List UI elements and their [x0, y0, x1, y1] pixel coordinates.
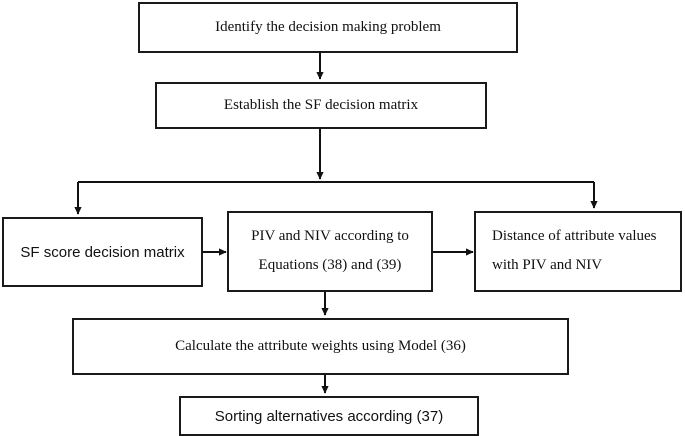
distance-attribute-values-node[interactable]: Distance of attribute values with PIV an… — [474, 211, 682, 292]
identify-problem-label: Identify the decision making problem — [215, 19, 441, 35]
distance-label-line-2: with PIV and NIV — [492, 257, 603, 274]
sorting-alternatives-label: Sorting alternatives according (37) — [214, 407, 444, 425]
distance-label-line-1: Distance of attribute values — [492, 227, 657, 244]
sf-score-matrix-node[interactable]: SF score decision matrix — [2, 217, 203, 287]
piv-niv-label-line-1: PIV and NIV according to — [251, 227, 409, 244]
establish-matrix-node[interactable]: Establish the SF decision matrix — [155, 82, 487, 129]
identify-problem-node[interactable]: Identify the decision making problem — [138, 2, 518, 53]
piv-niv-node[interactable]: PIV and NIV according to Equations (38) … — [227, 211, 433, 292]
establish-matrix-label: Establish the SF decision matrix — [223, 97, 419, 113]
sf-score-matrix-label: SF score decision matrix — [20, 243, 185, 261]
piv-niv-label-line-2: Equations (38) and (39) — [258, 257, 402, 274]
calculate-weights-node[interactable]: Calculate the attribute weights using Mo… — [72, 318, 569, 375]
sorting-alternatives-node[interactable]: Sorting alternatives according (37) — [179, 396, 479, 436]
calculate-weights-label: Calculate the attribute weights using Mo… — [175, 338, 466, 354]
